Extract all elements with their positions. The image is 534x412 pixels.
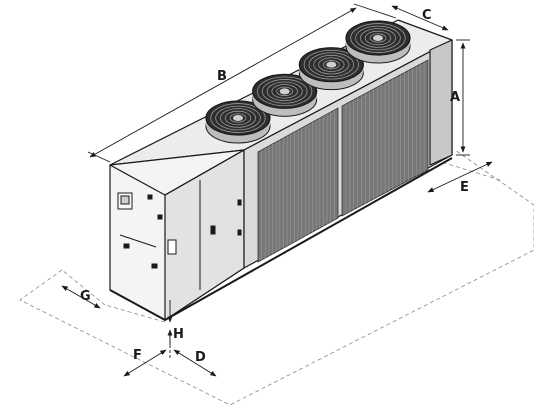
fan-hub: [233, 115, 243, 121]
door-handle: [167, 239, 177, 255]
dim-c-line: [391, 5, 449, 31]
dimension-labels: A B C D E F G H: [80, 8, 469, 365]
cabinet-screw-1: [147, 194, 153, 200]
dimension-lines: [61, 3, 493, 377]
unit-end-face: [429, 39, 453, 166]
dim-b-ext-left: [87, 151, 111, 163]
coil-fins: [261, 62, 425, 260]
fan-hub: [326, 61, 337, 68]
label-b: B: [217, 69, 227, 84]
control-display-screen: [120, 195, 130, 205]
label-h: H: [173, 327, 184, 342]
label-d: D: [195, 350, 206, 365]
base-frame: [109, 157, 453, 321]
cabinet-hinge-1: [237, 199, 242, 206]
dim-e-line: [427, 161, 493, 193]
vent-slot-2: [151, 263, 158, 269]
vent-slot-1: [123, 243, 130, 249]
label-g: G: [80, 289, 91, 304]
fan-grille-ring: [364, 30, 392, 46]
door-lock: [210, 225, 216, 235]
cabinet-seam-lower: [119, 234, 157, 248]
cabinet-top-edge: [109, 149, 245, 196]
fan-hub: [279, 88, 290, 95]
label-e: E: [460, 180, 469, 195]
fan-4: [345, 20, 411, 64]
dim-f-line: [123, 349, 167, 377]
fan-grille-ring: [359, 28, 396, 48]
clearance-outline: [19, 149, 534, 406]
label-f: F: [133, 348, 142, 363]
cabinet-hinge-2: [237, 229, 242, 236]
cabinet-details: [117, 180, 242, 290]
clearance-line-front: [104, 304, 166, 323]
dim-b-line: [89, 7, 357, 158]
dim-g-line: [61, 285, 101, 309]
dim-b-ext-right: [353, 3, 397, 19]
label-a: A: [450, 90, 460, 105]
fan-grille-ring: [369, 33, 387, 43]
label-c: C: [422, 8, 432, 23]
dim-d-line: [173, 349, 217, 377]
fan-hub: [373, 35, 383, 41]
cabinet-screw-2: [157, 214, 163, 220]
